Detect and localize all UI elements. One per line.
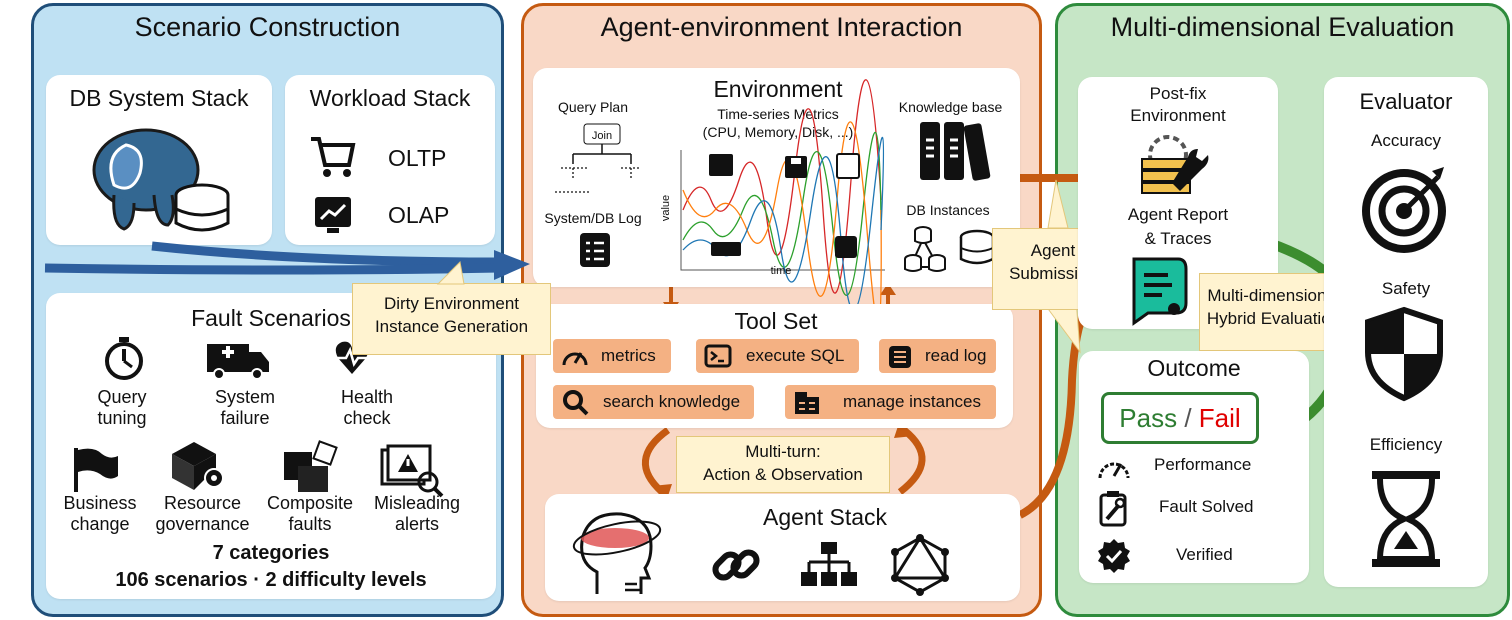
server-gear-icon bbox=[1141, 135, 1209, 194]
olap-label: OLAP bbox=[388, 202, 450, 228]
tool-metrics[interactable]: metrics bbox=[553, 339, 671, 373]
performance-gauge-icon bbox=[1098, 462, 1130, 479]
evaluator-title: Evaluator bbox=[1359, 89, 1453, 114]
tool-execute-sql[interactable]: execute SQL bbox=[696, 339, 859, 373]
outcome-card: Outcome Pass / Fail Performance Fault So… bbox=[1079, 351, 1309, 583]
terminal-icon bbox=[704, 344, 732, 368]
safety-label: Safety bbox=[1381, 279, 1431, 298]
syslog-label: System/DB Log bbox=[544, 210, 642, 226]
outcome-title: Outcome bbox=[1147, 355, 1241, 381]
verified-badge-icon bbox=[1098, 539, 1130, 573]
flag-icon bbox=[74, 448, 118, 492]
environment-card: Environment Query Plan Join System/DB Lo… bbox=[533, 68, 1020, 326]
evaluation-title: Multi-dimensional Evaluation bbox=[1110, 12, 1455, 42]
arrow-loop-right bbox=[897, 427, 926, 495]
log-document-icon bbox=[580, 233, 610, 267]
interaction-title: Agent-environment Interaction bbox=[600, 12, 963, 42]
query-plan-label: Query Plan bbox=[557, 99, 629, 115]
tool-manage-instances[interactable]: manage instances bbox=[785, 385, 996, 419]
agent-stack-card: Agent Stack bbox=[545, 494, 1020, 601]
shield-icon bbox=[1365, 306, 1443, 402]
agent-stack-title: Agent Stack bbox=[762, 504, 888, 530]
ts-ylabel: value bbox=[660, 194, 673, 222]
hourglass-icon bbox=[1372, 471, 1440, 567]
books-icon bbox=[920, 122, 991, 181]
arrow-tool-to-env-head bbox=[880, 283, 896, 295]
multi-turn-callout: Multi-turn:Action & Observation bbox=[676, 436, 890, 493]
evaluator-card: Evaluator Accuracy Safety Efficiency bbox=[1324, 77, 1488, 587]
accuracy-label: Accuracy bbox=[1371, 131, 1441, 150]
arrow-blue-head bbox=[494, 250, 530, 280]
oltp-label: OLTP bbox=[388, 145, 447, 171]
summary-scenarios: 106 scenarios · 2 difficulty levels bbox=[115, 569, 427, 591]
verified-label: Verified bbox=[1176, 545, 1233, 564]
shopping-cart-icon bbox=[311, 137, 356, 177]
report-label: Agent Report& Traces bbox=[1127, 205, 1229, 248]
workload-title: Workload Stack bbox=[309, 85, 471, 111]
query-plan-tree-icon bbox=[555, 123, 639, 193]
fault-solved-icon bbox=[1099, 491, 1127, 527]
target-icon bbox=[1362, 167, 1446, 253]
scenario-title: Scenario Construction bbox=[134, 12, 401, 42]
chain-link-icon bbox=[712, 549, 760, 581]
box-gear-icon bbox=[172, 442, 224, 490]
efficiency-label: Efficiency bbox=[1369, 435, 1443, 454]
timeseries-chart bbox=[680, 79, 885, 326]
environment-title: Environment bbox=[713, 76, 843, 102]
postgresql-elephant-icon bbox=[92, 128, 230, 232]
join-label: Join bbox=[591, 130, 613, 142]
db-instances-icon bbox=[904, 226, 995, 272]
alert-window-icon bbox=[380, 444, 444, 498]
arrow-loop-left bbox=[642, 427, 671, 495]
instances-grid-icon bbox=[795, 392, 819, 414]
performance-label: Performance bbox=[1154, 455, 1252, 474]
arrow-workload-to-env bbox=[44, 263, 501, 275]
thinking-head-icon bbox=[572, 512, 662, 594]
toolset-title: Tool Set bbox=[734, 308, 818, 334]
fault-solved-label: Fault Solved bbox=[1159, 497, 1254, 516]
hierarchy-icon bbox=[801, 542, 857, 586]
workload-stack-card: Workload Stack OLTP OLAP bbox=[285, 75, 495, 245]
db-stack-title: DB System Stack bbox=[69, 85, 249, 111]
fault-title: Fault Scenarios bbox=[191, 305, 351, 331]
gauge-icon bbox=[562, 352, 588, 366]
stopwatch-icon bbox=[105, 337, 143, 380]
report-trace-icon bbox=[1132, 257, 1188, 326]
arrow-db-to-env bbox=[151, 241, 501, 267]
magnifier-icon bbox=[563, 390, 589, 416]
tool-search-knowledge[interactable]: search knowledge bbox=[553, 385, 754, 419]
summary-categories: 7 categories bbox=[212, 542, 330, 564]
pass-fail-box: Pass / Fail bbox=[1101, 392, 1259, 444]
knowledge-base-label: Knowledge base bbox=[898, 99, 1003, 115]
ambulance-icon bbox=[207, 344, 269, 380]
analytics-board-icon bbox=[315, 197, 351, 233]
tool-read-log[interactable]: read log bbox=[879, 339, 996, 373]
puzzle-icon bbox=[284, 440, 338, 492]
dirty-callout-pointer bbox=[436, 260, 465, 285]
db-stack-card: DB System Stack bbox=[46, 75, 272, 245]
log-list-icon bbox=[889, 346, 911, 368]
db-instances-label: DB Instances bbox=[906, 202, 990, 218]
graph-network-icon bbox=[891, 534, 949, 596]
ts-xlabel: time bbox=[770, 265, 792, 277]
